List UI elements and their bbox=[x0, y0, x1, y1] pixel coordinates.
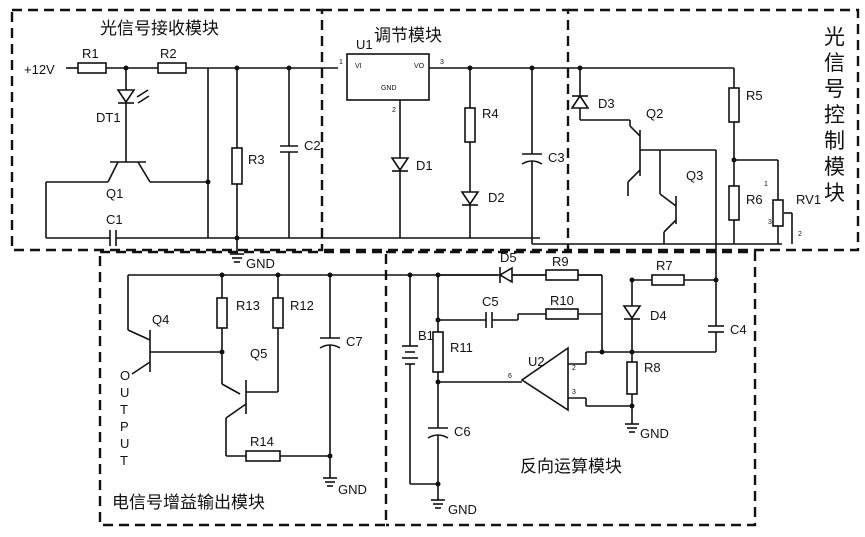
svg-text:D1: D1 bbox=[416, 158, 433, 173]
svg-text:3: 3 bbox=[440, 59, 444, 66]
zener-d5 bbox=[500, 268, 512, 282]
svg-text:GND: GND bbox=[246, 256, 275, 271]
resistor-r6 bbox=[729, 186, 739, 220]
svg-text:R5: R5 bbox=[746, 88, 763, 103]
resistor-r1 bbox=[78, 63, 106, 73]
svg-text:6: 6 bbox=[508, 373, 512, 380]
svg-text:U1: U1 bbox=[356, 37, 373, 52]
resistor-r9 bbox=[546, 270, 578, 280]
svg-text:R10: R10 bbox=[550, 293, 574, 308]
svg-text:C7: C7 bbox=[346, 334, 363, 349]
svg-text:2: 2 bbox=[572, 365, 576, 372]
diode-d4 bbox=[624, 306, 640, 318]
resistor-r12 bbox=[273, 298, 283, 328]
resistor-r13 bbox=[217, 298, 227, 328]
resistor-r8 bbox=[627, 362, 637, 394]
resistor-r5 bbox=[729, 88, 739, 122]
regulator-u1 bbox=[347, 54, 429, 100]
svg-text:号: 号 bbox=[824, 78, 845, 101]
photodiode-dt1 bbox=[118, 90, 134, 102]
svg-text:R6: R6 bbox=[746, 192, 763, 207]
svg-text:C6: C6 bbox=[454, 424, 471, 439]
svg-text:GND: GND bbox=[381, 85, 397, 92]
svg-text:块: 块 bbox=[824, 182, 845, 205]
svg-text:R4: R4 bbox=[482, 106, 499, 121]
resistor-r4 bbox=[465, 108, 475, 142]
svg-text:DT1: DT1 bbox=[96, 110, 121, 125]
title-gain-output: 电信号增益输出模块 bbox=[112, 493, 265, 512]
title-inverse-op: 反向运算模块 bbox=[520, 457, 622, 476]
svg-text:光: 光 bbox=[824, 26, 845, 49]
title-optical-control: 光 信 号 控 制 模 块 bbox=[824, 26, 845, 205]
label-vcc: +12V bbox=[24, 62, 55, 77]
optical-receive-module: +12V R1 R2 DT1 Q1 C1 bbox=[24, 46, 540, 271]
svg-text:RV1: RV1 bbox=[796, 192, 821, 207]
svg-text:R2: R2 bbox=[160, 46, 177, 61]
svg-text:制: 制 bbox=[824, 130, 845, 153]
diode-d1 bbox=[392, 158, 408, 170]
resistor-r7 bbox=[652, 275, 684, 285]
svg-text:U: U bbox=[120, 436, 129, 451]
svg-text:控: 控 bbox=[824, 104, 845, 127]
svg-text:P: P bbox=[120, 419, 129, 434]
svg-text:C2: C2 bbox=[304, 138, 321, 153]
svg-text:2: 2 bbox=[392, 107, 396, 114]
svg-text:Q2: Q2 bbox=[646, 106, 663, 121]
svg-text:2: 2 bbox=[798, 231, 802, 238]
svg-text:D2: D2 bbox=[488, 190, 505, 205]
svg-text:3: 3 bbox=[572, 389, 576, 396]
svg-text:R8: R8 bbox=[644, 360, 661, 375]
svg-text:D5: D5 bbox=[500, 250, 517, 265]
svg-text:R9: R9 bbox=[552, 254, 569, 269]
svg-text:R3: R3 bbox=[248, 152, 265, 167]
resistor-r3 bbox=[232, 148, 242, 184]
svg-text:1: 1 bbox=[764, 181, 768, 188]
svg-text:GND: GND bbox=[448, 502, 477, 517]
svg-text:R1: R1 bbox=[82, 46, 99, 61]
svg-text:3: 3 bbox=[768, 219, 772, 226]
svg-text:C1: C1 bbox=[106, 212, 123, 227]
svg-text:U2: U2 bbox=[528, 354, 545, 369]
svg-text:R11: R11 bbox=[450, 340, 473, 355]
svg-text:D3: D3 bbox=[598, 96, 615, 111]
svg-text:R7: R7 bbox=[656, 258, 673, 273]
svg-text:D4: D4 bbox=[650, 308, 667, 323]
svg-text:T: T bbox=[120, 453, 128, 468]
resistor-r2 bbox=[158, 63, 186, 73]
svg-text:GND: GND bbox=[338, 482, 367, 497]
svg-text:R14: R14 bbox=[250, 434, 274, 449]
svg-text:Q5: Q5 bbox=[250, 346, 267, 361]
svg-text:C4: C4 bbox=[730, 322, 747, 337]
svg-text:O: O bbox=[120, 368, 130, 383]
svg-text:VI: VI bbox=[355, 63, 362, 70]
inverse-op-module: B1 R11 C6 GND D5 R9 C5 bbox=[402, 250, 747, 517]
svg-text:B1: B1 bbox=[418, 328, 434, 343]
potentiometer-rv1 bbox=[773, 200, 783, 226]
resistor-r11 bbox=[433, 332, 443, 372]
svg-text:信: 信 bbox=[824, 52, 845, 75]
resistor-r10 bbox=[546, 309, 578, 319]
svg-text:Q1: Q1 bbox=[106, 186, 123, 201]
svg-text:GND: GND bbox=[640, 426, 669, 441]
title-adjust: 调节模块 bbox=[374, 26, 442, 45]
optical-control-module: D3 Q2 Q3 R5 R6 RV1 1 2 3 bbox=[572, 66, 821, 327]
svg-text:Q3: Q3 bbox=[686, 168, 703, 183]
resistor-r14 bbox=[246, 451, 280, 461]
svg-text:R13: R13 bbox=[236, 298, 260, 313]
svg-text:U: U bbox=[120, 385, 129, 400]
svg-text:R12: R12 bbox=[290, 298, 314, 313]
svg-text:模: 模 bbox=[824, 156, 845, 179]
svg-text:Q4: Q4 bbox=[152, 312, 169, 327]
svg-text:C5: C5 bbox=[482, 294, 499, 309]
svg-text:1: 1 bbox=[339, 59, 343, 66]
title-optical-receive: 光信号接收模块 bbox=[100, 19, 219, 38]
svg-text:VO: VO bbox=[414, 63, 425, 70]
diode-d2 bbox=[462, 192, 478, 204]
zener-d3 bbox=[572, 96, 588, 108]
svg-text:T: T bbox=[120, 402, 128, 417]
svg-text:C3: C3 bbox=[548, 150, 565, 165]
output-label: O U T P U T bbox=[120, 368, 130, 468]
